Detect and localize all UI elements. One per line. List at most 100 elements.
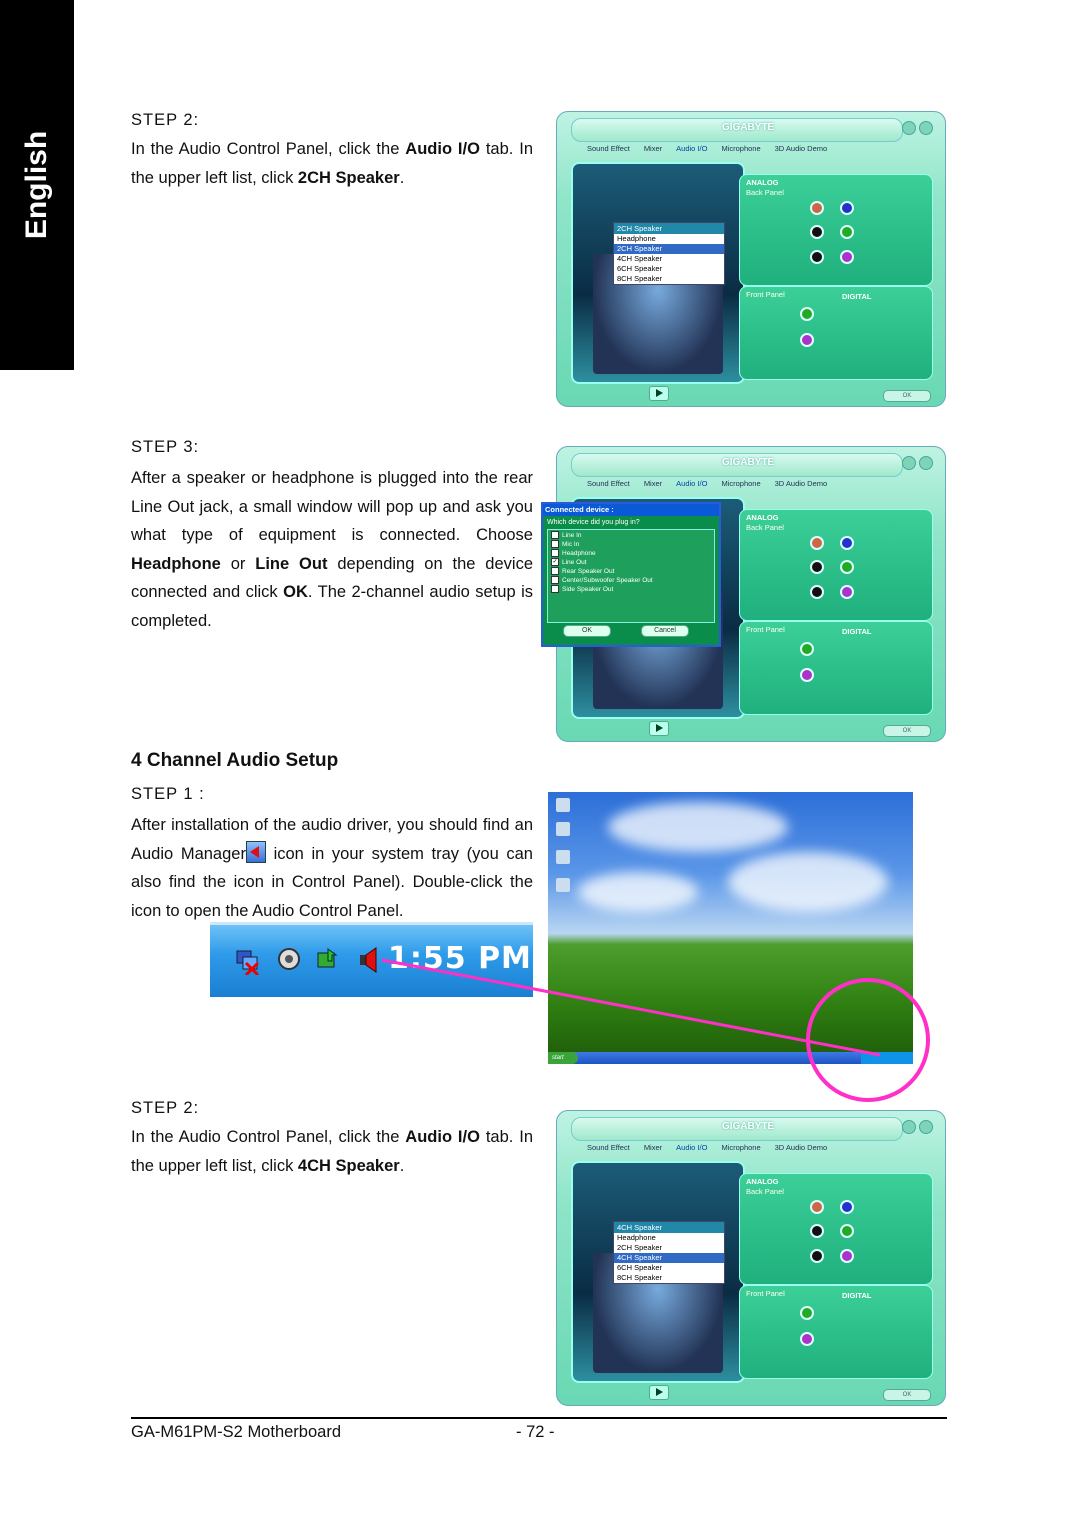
desktop-icon[interactable] <box>556 850 570 864</box>
black-jack-icon[interactable] <box>810 1224 824 1238</box>
play-button[interactable] <box>649 1385 669 1400</box>
device-option-side-speaker[interactable]: Side Speaker Out <box>551 585 711 593</box>
pink-jack-icon[interactable] <box>800 1332 814 1346</box>
dialog-ok-button[interactable]: OK <box>563 625 611 637</box>
dropdown-option[interactable]: 4CH Speaker <box>617 254 663 263</box>
dropdown-option[interactable]: Headphone <box>617 234 656 243</box>
checkbox-checked[interactable]: ✓ <box>551 558 559 566</box>
digital-label: DIGITAL <box>842 1291 872 1300</box>
dropdown-option[interactable]: 8CH Speaker <box>617 274 663 283</box>
blue-jack-icon[interactable] <box>840 1200 854 1214</box>
checkbox[interactable] <box>551 585 559 593</box>
safely-remove-hardware-icon[interactable] <box>314 945 340 975</box>
minimize-icon[interactable] <box>902 456 916 470</box>
tab-sound-effect[interactable]: Sound Effect <box>587 144 630 153</box>
green-jack-icon[interactable] <box>800 1306 814 1320</box>
checkbox[interactable] <box>551 540 559 548</box>
orange-jack-icon[interactable] <box>810 201 824 215</box>
dropdown-selected[interactable]: 4CH Speaker <box>614 1222 724 1233</box>
minimize-icon[interactable] <box>902 121 916 135</box>
orange-jack-icon[interactable] <box>810 1200 824 1214</box>
play-button[interactable] <box>649 721 669 736</box>
dropdown-option[interactable]: 2CH Speaker <box>614 244 724 254</box>
dropdown-option[interactable]: 2CH Speaker <box>617 1243 663 1252</box>
black-jack-icon[interactable] <box>810 225 824 239</box>
checkbox[interactable] <box>551 567 559 575</box>
tab-microphone[interactable]: Microphone <box>721 144 761 153</box>
front-panel: Front Panel DIGITAL <box>739 286 933 380</box>
checkbox[interactable] <box>551 531 559 539</box>
device-option-line-in[interactable]: Line In <box>551 531 711 539</box>
device-option-mic-in[interactable]: Mic In <box>551 540 711 548</box>
checkbox[interactable] <box>551 576 559 584</box>
green-jack-icon[interactable] <box>800 642 814 656</box>
front-panel-label: Front Panel <box>746 1289 785 1298</box>
tab-mixer[interactable]: Mixer <box>643 144 663 153</box>
pink-jack-icon[interactable] <box>800 668 814 682</box>
footer-rule <box>131 1417 947 1419</box>
desktop-icon[interactable] <box>556 798 570 812</box>
pink-jack-icon[interactable] <box>840 585 854 599</box>
step1-text: After installation of the audio driver, … <box>131 816 533 920</box>
speaker-dropdown[interactable]: 2CH Speaker Headphone 2CH Speaker 4CH Sp… <box>613 222 725 285</box>
pink-jack-icon[interactable] <box>840 1249 854 1263</box>
desktop-icon[interactable] <box>556 878 570 892</box>
front-panel-label: Front Panel <box>746 290 785 299</box>
play-button[interactable] <box>649 386 669 401</box>
speaker-dropdown[interactable]: 4CH Speaker Headphone 2CH Speaker 4CH Sp… <box>613 1221 725 1284</box>
dialog-cancel-button[interactable]: Cancel <box>641 625 689 637</box>
dropdown-option[interactable]: 8CH Speaker <box>617 1273 663 1282</box>
tab-sound-effect[interactable]: Sound Effect <box>587 479 630 488</box>
dropdown-option[interactable]: 4CH Speaker <box>614 1253 724 1263</box>
desktop-icon[interactable] <box>556 822 570 836</box>
black-jack-icon[interactable] <box>810 585 824 599</box>
pink-jack-icon[interactable] <box>800 333 814 347</box>
device-option-center-sub[interactable]: Center/Subwoofer Speaker Out <box>551 576 711 584</box>
minimize-icon[interactable] <box>902 1120 916 1134</box>
tab-audio-io[interactable]: Audio I/O <box>676 479 708 488</box>
device-option-rear-speaker[interactable]: Rear Speaker Out <box>551 567 711 575</box>
tab-microphone[interactable]: Microphone <box>721 479 761 488</box>
device-option-line-out[interactable]: ✓Line Out <box>551 558 587 566</box>
green-jack-icon[interactable] <box>800 307 814 321</box>
tab-audio-io[interactable]: Audio I/O <box>676 144 708 153</box>
checkbox[interactable] <box>551 549 559 557</box>
blue-jack-icon[interactable] <box>840 201 854 215</box>
blue-jack-icon[interactable] <box>840 536 854 550</box>
pink-jack-icon[interactable] <box>840 250 854 264</box>
device-list: Line In Mic In Headphone ✓Line Out Rear … <box>547 529 715 623</box>
green-jack-icon[interactable] <box>840 225 854 239</box>
start-button[interactable]: start <box>548 1052 578 1064</box>
help-icon[interactable] <box>919 121 933 135</box>
tab-3d-audio-demo[interactable]: 3D Audio Demo <box>774 479 828 488</box>
black-jack-icon[interactable] <box>810 1249 824 1263</box>
audio-manager-icon[interactable] <box>356 945 382 975</box>
dropdown-option[interactable]: Headphone <box>617 1233 656 1242</box>
dropdown-selected[interactable]: 2CH Speaker <box>614 223 724 234</box>
ok-button[interactable]: OK <box>883 1389 931 1401</box>
dropdown-option[interactable]: 6CH Speaker <box>617 1263 663 1272</box>
tab-audio-io[interactable]: Audio I/O <box>676 1143 708 1152</box>
help-icon[interactable] <box>919 456 933 470</box>
tab-mixer[interactable]: Mixer <box>643 479 663 488</box>
help-icon[interactable] <box>919 1120 933 1134</box>
dropdown-option[interactable]: 6CH Speaker <box>617 264 663 273</box>
tab-mixer[interactable]: Mixer <box>643 1143 663 1152</box>
orange-jack-icon[interactable] <box>810 536 824 550</box>
tab-microphone[interactable]: Microphone <box>721 1143 761 1152</box>
network-icon[interactable] <box>234 945 260 975</box>
tab-3d-audio-demo[interactable]: 3D Audio Demo <box>774 144 828 153</box>
analog-label: ANALOG <box>746 178 779 187</box>
ok-button[interactable]: OK <box>883 725 931 737</box>
device-option-headphone[interactable]: Headphone <box>551 549 711 557</box>
green-jack-icon[interactable] <box>840 1224 854 1238</box>
black-jack-icon[interactable] <box>810 560 824 574</box>
tab-3d-audio-demo[interactable]: 3D Audio Demo <box>774 1143 828 1152</box>
speaker-disc-icon[interactable] <box>276 945 302 975</box>
green-jack-icon[interactable] <box>840 560 854 574</box>
panel-tabs: Sound Effect Mixer Audio I/O Microphone … <box>587 144 827 153</box>
ok-button[interactable]: OK <box>883 390 931 402</box>
black-jack-icon[interactable] <box>810 250 824 264</box>
tab-sound-effect[interactable]: Sound Effect <box>587 1143 630 1152</box>
